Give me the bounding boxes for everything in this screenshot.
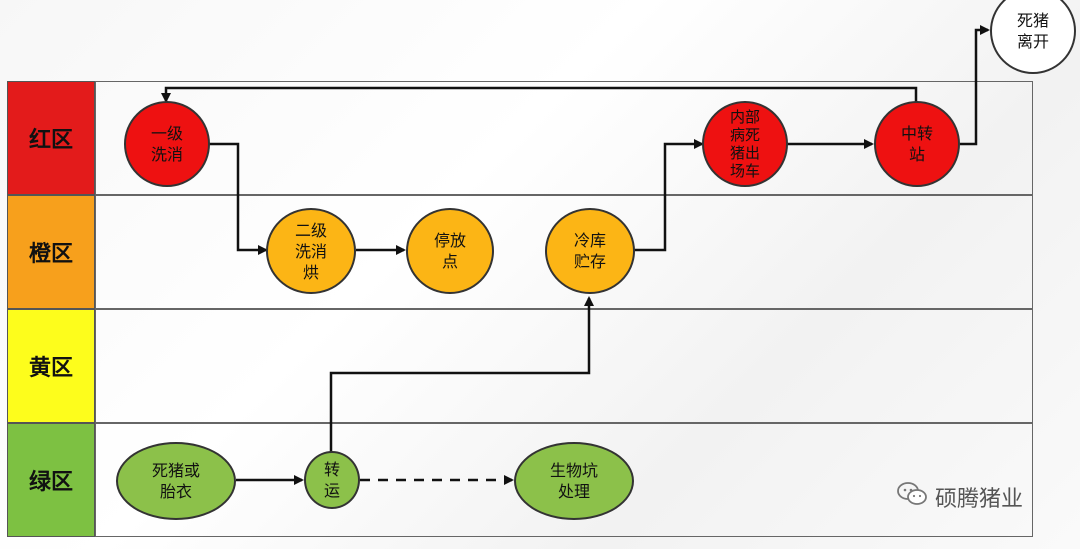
node-parking: 停放 点 xyxy=(406,208,494,294)
arrow-wash1-to-wash2 xyxy=(208,142,268,255)
node-transport: 转 运 xyxy=(304,451,360,509)
zone-label-orange: 橙区 xyxy=(7,195,95,309)
node-cold-storage: 冷库 贮存 xyxy=(545,208,635,294)
node-dead-pig: 死猪或 胎衣 xyxy=(116,442,236,520)
node-bio-pit: 生物坑 处理 xyxy=(514,442,634,520)
zone-band-orange xyxy=(95,195,1033,309)
zone-band-yellow xyxy=(95,309,1033,423)
node-exit: 死猪 离开 xyxy=(990,0,1076,74)
arrow-transport-to-cold xyxy=(329,296,594,452)
zone-band-red xyxy=(95,81,1033,195)
zone-band-green xyxy=(95,423,1033,537)
node-internal-truck: 内部 病死 猪出 场车 xyxy=(702,101,788,187)
zone-label-red: 红区 xyxy=(7,81,95,195)
watermark-text: 硕腾猪业 xyxy=(935,487,1024,512)
wechat-icon xyxy=(897,481,927,513)
node-wash2: 二级 洗消 烘 xyxy=(266,208,356,294)
watermark: 硕腾猪业 xyxy=(897,482,1023,512)
zone-label-green: 绿区 xyxy=(7,423,95,537)
node-transfer-station: 中转 站 xyxy=(874,101,960,187)
node-wash1: 一级 洗消 xyxy=(124,101,210,187)
zone-label-yellow: 黄区 xyxy=(7,309,95,423)
arrow-cold-to-internal xyxy=(634,139,704,252)
arrow-transfer-to-wash1 xyxy=(161,86,918,103)
arrow-transfer-to-exit xyxy=(960,25,990,146)
